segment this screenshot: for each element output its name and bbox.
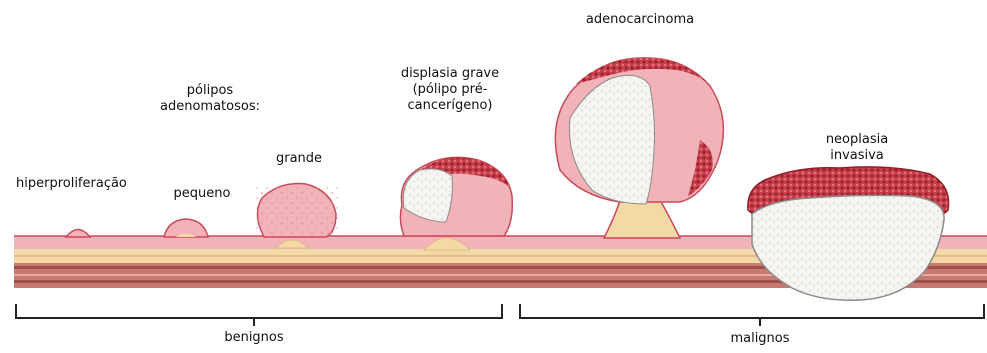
dysplasia-polyp <box>400 157 512 250</box>
label-displasia-grave: displasia grave (pólipo pré- cancerígeno… <box>380 66 520 114</box>
label-neoplasia-invasiva: neoplasia invasiva <box>812 132 902 164</box>
label-polipos-adenomatosos: pólipos adenomatosos: <box>150 83 270 115</box>
label-polipos-line-2: adenomatosos: <box>150 99 270 115</box>
bracket-malignos <box>520 304 984 326</box>
bracket-benignos <box>16 304 502 326</box>
label-hiperproliferacao: hiperproliferação <box>16 176 127 192</box>
label-malignos: malignos <box>720 331 800 347</box>
label-grande: grande <box>264 151 334 167</box>
label-benignos: benignos <box>214 330 294 346</box>
label-displasia-line-1: displasia grave <box>380 66 520 82</box>
label-polipos-line-1: pólipos <box>150 83 270 99</box>
label-pequeno: pequeno <box>162 186 242 202</box>
label-displasia-line-3: cancerígeno) <box>380 98 520 114</box>
adenocarcinoma-polyp <box>555 58 723 238</box>
small-polyp <box>164 219 208 237</box>
label-neoplasia-line-1: neoplasia <box>812 132 902 148</box>
label-adenocarcinoma: adenocarcinoma <box>570 12 710 28</box>
hyperproliferation-bump <box>66 230 90 238</box>
label-displasia-line-2: (pólipo pré- <box>380 82 520 98</box>
label-neoplasia-line-2: invasiva <box>812 148 902 164</box>
